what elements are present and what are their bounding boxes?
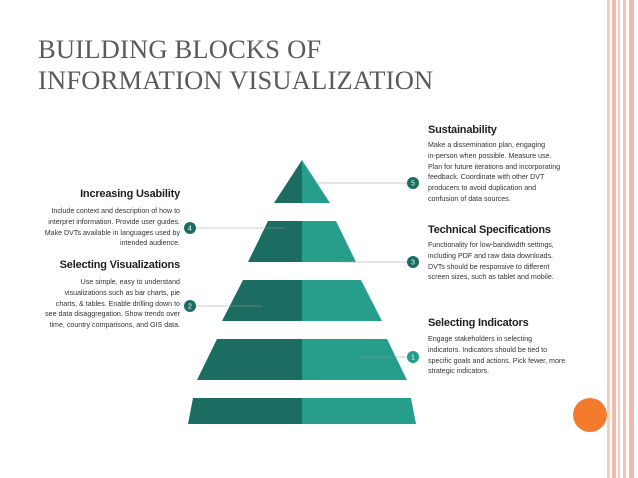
pyramid-tier-3-left xyxy=(222,280,302,321)
decorative-stripe xyxy=(629,0,634,478)
block-heading-sustainability: Sustainability xyxy=(428,124,497,136)
pyramid-tier-5-left xyxy=(274,160,302,203)
pyramid-tier-4-left xyxy=(248,221,302,262)
slide-title: BUILDING BLOCKS OF INFORMATION VISUALIZA… xyxy=(38,34,558,96)
text-line: indicators. Indicators should be tied to xyxy=(428,345,548,354)
text-line: Use simple, easy to understand xyxy=(80,278,180,286)
text-line: visualizations such as bar charts, pie xyxy=(64,288,180,297)
svg-text:2: 2 xyxy=(188,304,192,311)
pyramid-tier-5-right xyxy=(302,160,330,203)
block-text-selecting-indicators: Engage stakeholders in selecting indicat… xyxy=(428,334,565,377)
text-line: Functionality for low-bandwidth settings… xyxy=(428,241,554,249)
text-line: including PDF and raw data downloads. xyxy=(428,251,554,260)
text-line: DVTs should be responsive to different xyxy=(428,262,550,271)
block-text-sustainability: Make a dissemination plan, engaging in-p… xyxy=(428,140,560,205)
pyramid-tier-4-right xyxy=(302,221,356,262)
number-badge-1: 1 xyxy=(407,351,419,363)
number-badge-5: 5 xyxy=(407,177,419,189)
svg-text:4: 4 xyxy=(188,226,192,233)
text-line: screen sizes, such as tablet and mobile. xyxy=(428,273,554,282)
text-line: Make a dissemination plan, engaging xyxy=(428,141,546,149)
text-line: Engage stakeholders in selecting xyxy=(428,335,533,343)
number-badge-3: 3 xyxy=(407,256,419,268)
block-text-technical-specifications: Functionality for low-bandwidth settings… xyxy=(428,240,554,283)
text-line: Make DVTs available in languages used by xyxy=(44,228,180,237)
decorative-stripe xyxy=(623,0,626,478)
pyramid-tier-2-right xyxy=(302,339,407,380)
number-badge-4: 4 xyxy=(184,222,196,234)
slide-title-line-1: BUILDING BLOCKS OF xyxy=(38,34,322,64)
slide-navigation-dot[interactable] xyxy=(573,398,607,432)
slide-title-line-2: INFORMATION VISUALIZATION xyxy=(38,65,434,95)
svg-text:3: 3 xyxy=(411,260,415,267)
svg-text:5: 5 xyxy=(411,181,415,188)
pyramid-tier-3-right xyxy=(302,280,382,321)
pyramid-tier-2-left xyxy=(197,339,302,380)
text-line: interpret information. Provide user guid… xyxy=(48,217,180,226)
decorative-stripe xyxy=(607,0,610,478)
text-line: see data disaggregation. Show trends ove… xyxy=(45,310,180,319)
pyramid-tier-1-right xyxy=(302,398,416,424)
number-badge-2: 2 xyxy=(184,300,196,312)
block-heading-technical-specifications: Technical Specifications xyxy=(428,224,551,236)
text-line: in-person when possible. Measure use. xyxy=(428,151,552,160)
text-line: producers to avoid duplication and xyxy=(428,184,537,193)
text-line: strategic indicators. xyxy=(428,367,490,376)
text-line: confusion of data sources. xyxy=(428,194,511,203)
text-line: Include context and description of how t… xyxy=(51,207,180,215)
block-heading-selecting-visualizations: Selecting Visualizations xyxy=(59,259,181,271)
pyramid-tier-1-left xyxy=(188,398,302,424)
text-line: charts, & tables. Enable drilling down t… xyxy=(55,299,180,308)
text-line: intended audience. xyxy=(120,239,180,248)
block-heading-increasing-usability: Increasing Usability xyxy=(80,188,180,200)
block-text-increasing-usability: Include context and description of how t… xyxy=(20,206,180,249)
decorative-stripe xyxy=(618,0,620,478)
block-text-selecting-visualizations: Use simple, easy to understand visualiza… xyxy=(20,277,180,331)
text-line: feedback. Coordinate with other DVT xyxy=(428,173,545,182)
text-line: specific goals and actions. Pick fewer, … xyxy=(428,356,566,365)
text-line: Plan for future iterations and incorpora… xyxy=(428,162,561,171)
block-heading-selecting-indicators: Selecting Indicators xyxy=(428,317,529,329)
decorative-stripe xyxy=(612,0,616,478)
svg-text:1: 1 xyxy=(411,355,415,362)
text-line: time, country comparisons, and GIS data. xyxy=(49,321,180,330)
